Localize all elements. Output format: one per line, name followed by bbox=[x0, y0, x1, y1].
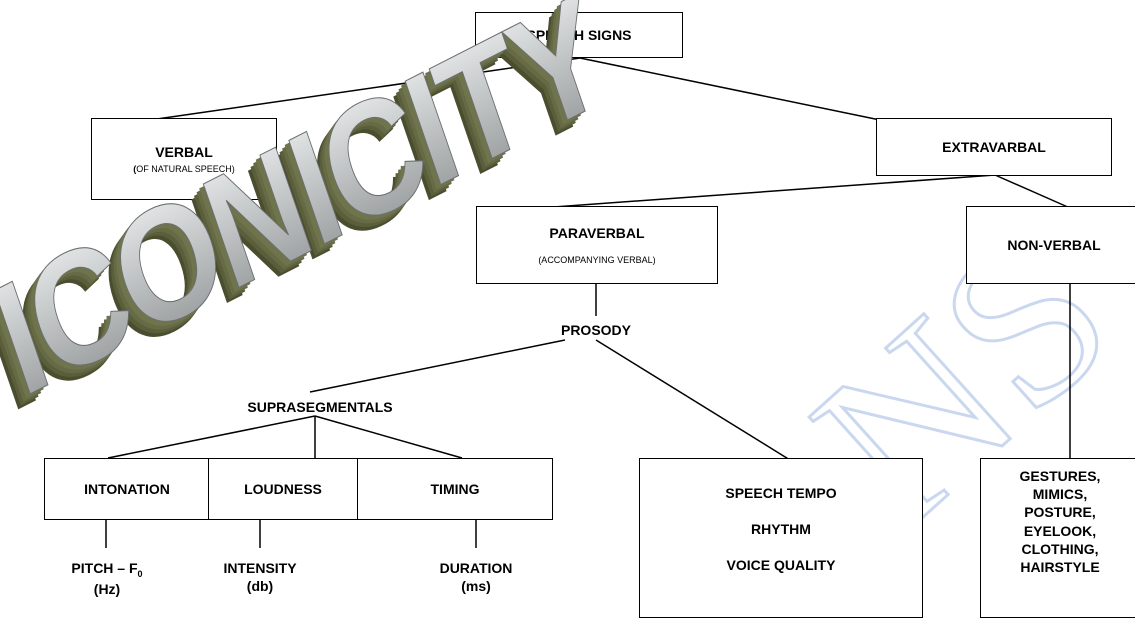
posture-label: POSTURE, bbox=[1024, 504, 1096, 521]
paraverbal-node: PARAVERBAL (ACCOMPANYING VERBAL) bbox=[476, 206, 718, 284]
verbal-sublabel: (OF NATURAL SPEECH) bbox=[133, 164, 235, 174]
eyelook-label: EYELOOK, bbox=[1023, 522, 1097, 539]
extravarbal-label: EXTRAVARBAL bbox=[942, 139, 1046, 155]
loudness-label: LOUDNESS bbox=[244, 481, 322, 497]
suprasegmentals-label: SUPRASEGMENTALS bbox=[247, 399, 393, 415]
extravarbal-node: EXTRAVARBAL bbox=[876, 118, 1112, 176]
intensity-measure: INTENSITY (db) bbox=[223, 560, 297, 595]
voice-quality-label: VOICE QUALITY bbox=[726, 557, 836, 573]
duration-measure: DURATION (ms) bbox=[439, 560, 513, 595]
prosody-label: PROSODY bbox=[560, 322, 631, 338]
nonverbal-node: NON-VERBAL bbox=[966, 206, 1135, 284]
timing-node: TIMING bbox=[357, 458, 553, 520]
nonverbal-features-node: GESTURES, MIMICS, POSTURE, EYELOOK, CLOT… bbox=[980, 458, 1135, 618]
rhythm-label: RHYTHM bbox=[751, 521, 811, 537]
intensity-unit: (db) bbox=[246, 578, 274, 595]
paraverbal-label: PARAVERBAL bbox=[549, 225, 645, 241]
nonverbal-label: NON-VERBAL bbox=[1007, 237, 1101, 253]
gestures-label: GESTURES, bbox=[1019, 468, 1101, 484]
speech-signs-node: SPEECH SIGNS bbox=[475, 12, 683, 58]
intonation-node: INTONATION bbox=[44, 458, 210, 520]
pitch-measure: PITCH – F0 (Hz) bbox=[71, 560, 143, 598]
loudness-node: LOUDNESS bbox=[208, 458, 358, 520]
logo-front: ICONICITY bbox=[0, 0, 627, 430]
iconicity-logo: ICONICITY ICONICITY ICONICITY ICONICITY … bbox=[0, 0, 627, 446]
connector-lines bbox=[105, 57, 1071, 548]
timing-label: TIMING bbox=[430, 481, 480, 497]
verbal-label: VERBAL bbox=[155, 144, 213, 160]
duration-unit: (ms) bbox=[461, 578, 491, 595]
clothing-label: CLOTHING, bbox=[1021, 540, 1099, 557]
intonation-label: INTONATION bbox=[84, 481, 170, 497]
speech-tempo-label: SPEECH TEMPO bbox=[725, 485, 837, 501]
speech-features-node: SPEECH TEMPO RHYTHM VOICE QUALITY bbox=[639, 458, 923, 618]
speech-signs-label: SPEECH SIGNS bbox=[526, 27, 632, 43]
verbal-node: VERBAL (OF NATURAL SPEECH) bbox=[91, 118, 277, 200]
hairstyle-label: HAIRSTYLE bbox=[1020, 558, 1100, 575]
mimics-label: MIMICS, bbox=[1032, 486, 1088, 503]
paraverbal-sublabel: (ACCOMPANYING VERBAL) bbox=[538, 255, 656, 265]
pitch-unit: (Hz) bbox=[93, 581, 121, 598]
